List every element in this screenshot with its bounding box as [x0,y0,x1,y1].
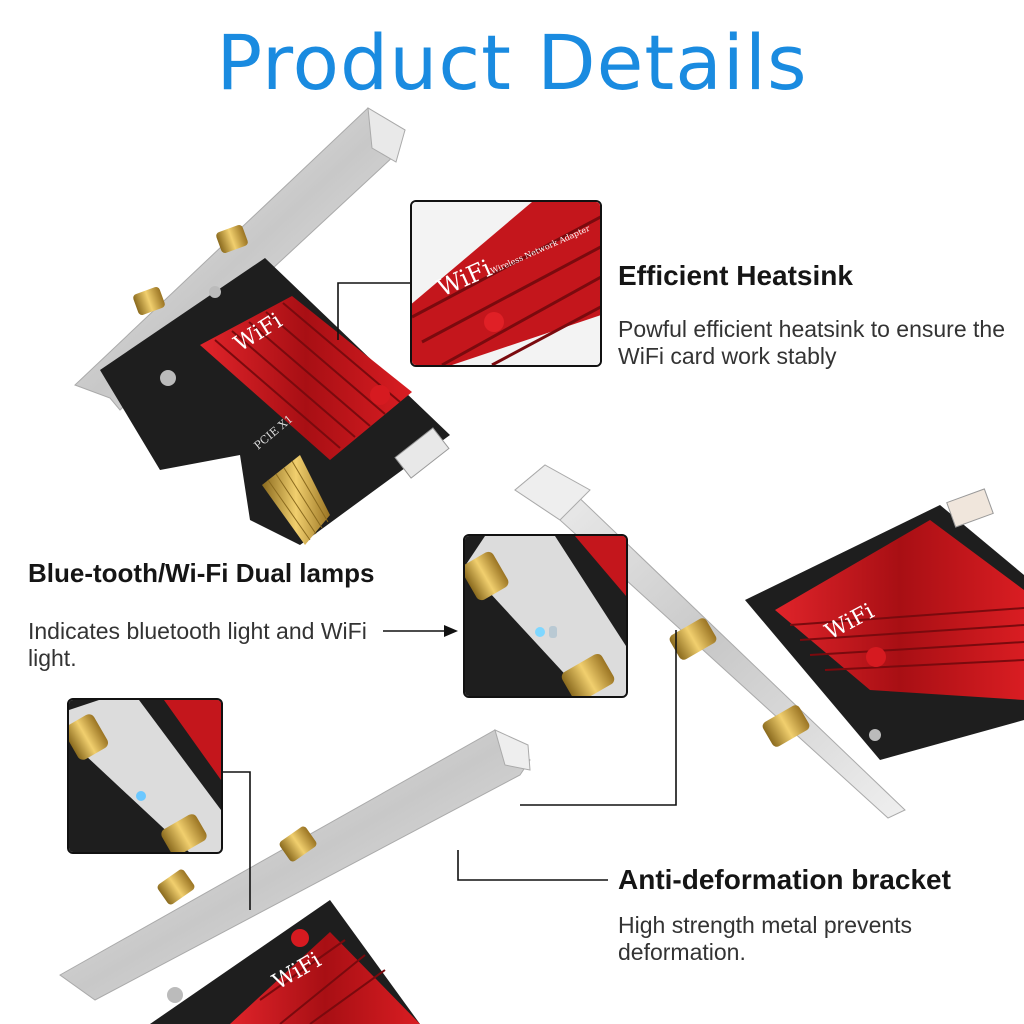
feature-heading-lamps: Blue-tooth/Wi-Fi Dual lamps [28,558,375,588]
antenna-connector-icon [133,287,165,315]
inset-dual-lamps [463,534,628,698]
inset-heatsink: WiFi Wireless Network Adapter [410,200,602,367]
antenna-connector-icon [157,869,195,905]
antenna-connector-icon [216,225,248,253]
antenna-connector-icon [669,618,717,660]
feature-heading-bracket: Anti-deformation bracket [618,864,951,895]
feature-desc-heatsink: Powful efficient heatsink to ensure the … [618,316,1005,369]
feature-desc-bracket: High strength metal prevents deformation… [618,912,913,965]
callout-lines [222,282,677,910]
inset-bracket [67,698,223,854]
arrow-right-icon [444,625,458,637]
bluetooth-lamp-icon [535,627,545,637]
feature-desc-lamps: Indicates bluetooth light and WiFi light… [28,618,367,671]
card-top: PCIE X1 WiFi [74,107,450,545]
wifi-lamp-icon [549,626,557,638]
bluetooth-lamp-icon [136,791,146,801]
feature-heading-heatsink: Efficient Heatsink [618,260,853,291]
antenna-connector-icon [279,826,317,862]
antenna-connector-icon [762,705,810,747]
card-bottom: WiFi [59,729,531,1024]
page-title: Product Details [216,18,808,107]
